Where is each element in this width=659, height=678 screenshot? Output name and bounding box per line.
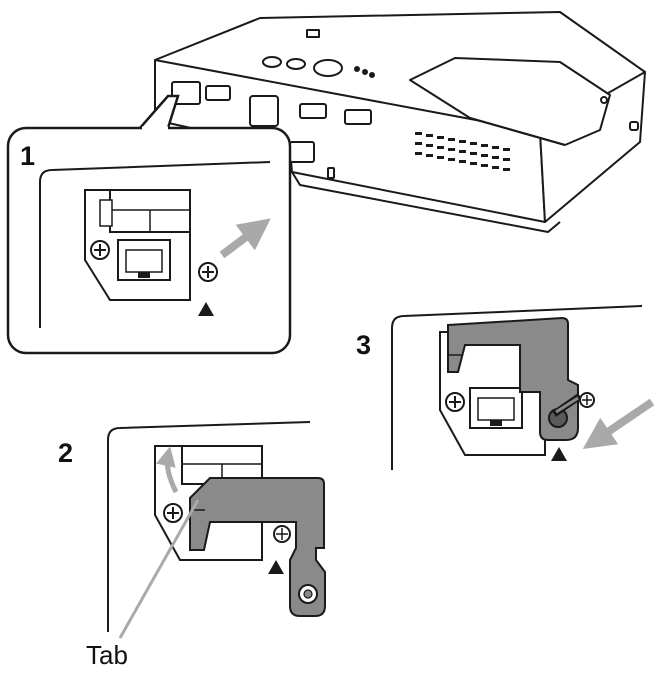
screw-icon xyxy=(580,393,594,407)
step1-callout xyxy=(8,96,290,353)
arrow-icon xyxy=(596,402,652,440)
screw-icon xyxy=(91,241,109,259)
lan-port-icon xyxy=(470,388,522,428)
lan-port-icon xyxy=(118,240,170,280)
port xyxy=(206,86,230,100)
control-button xyxy=(287,59,305,69)
control-button xyxy=(314,60,342,76)
step-1-label: 1 xyxy=(20,143,35,170)
screw-icon xyxy=(274,526,290,542)
tab-callout-label: Tab xyxy=(86,642,128,668)
port xyxy=(300,104,326,118)
triangle-mark-icon xyxy=(551,447,567,461)
screw-icon xyxy=(164,504,182,522)
triangle-mark-icon xyxy=(268,560,284,574)
port xyxy=(345,110,371,124)
screw-icon xyxy=(446,393,464,411)
control-button xyxy=(263,57,281,67)
step3-illustration xyxy=(392,306,652,470)
port xyxy=(250,96,278,126)
port xyxy=(328,168,334,178)
step-3-label: 3 xyxy=(356,332,371,359)
step-2-label: 2 xyxy=(58,440,73,467)
screw-icon xyxy=(199,263,217,281)
port xyxy=(290,142,314,162)
step2-illustration xyxy=(108,422,325,638)
